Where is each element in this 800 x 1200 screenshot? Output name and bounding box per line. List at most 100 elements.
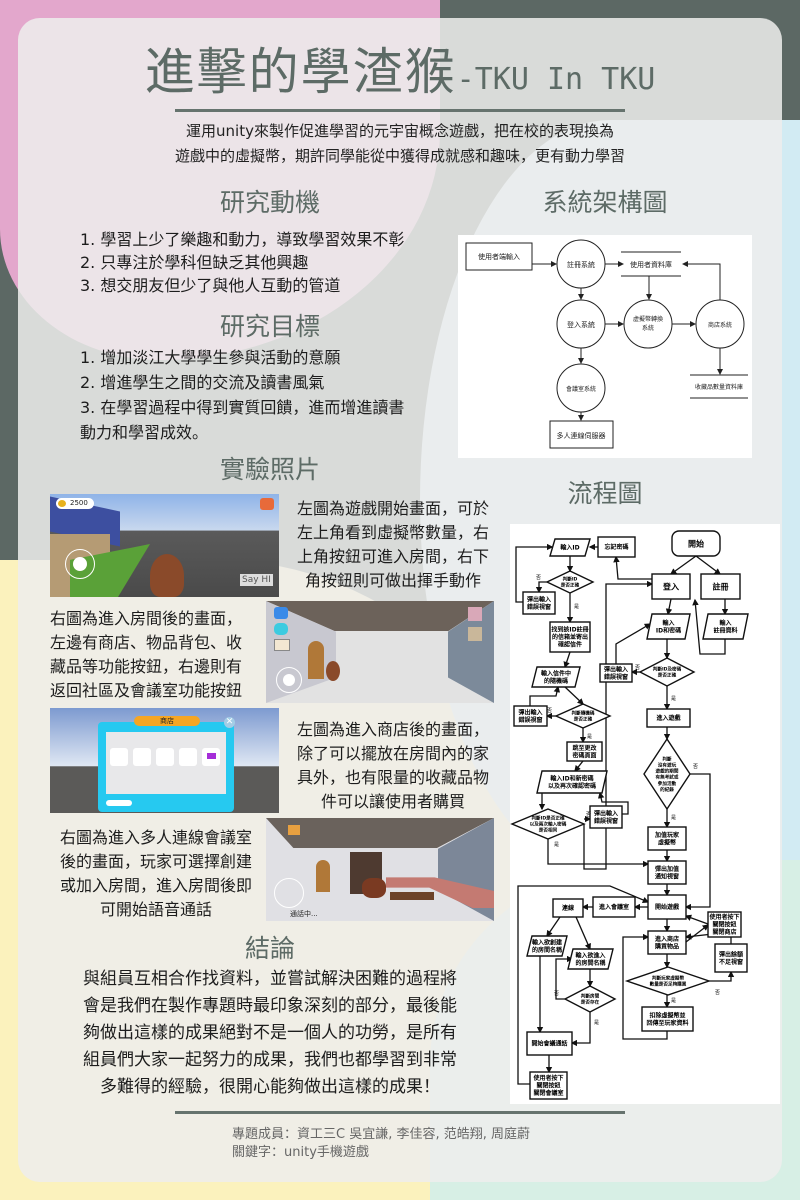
flow-node-label: 通知視窗 (655, 872, 679, 880)
flow-node: 進入會議室 (592, 896, 636, 918)
yes-label: 是 (671, 815, 676, 821)
caption-line: 左圖為遊戲開始畫面，可於 (296, 499, 489, 518)
flow-node: 輸入ID (549, 538, 591, 557)
flow-node-label: 進入會議室 (599, 903, 629, 911)
conclusion-text: 與組員互相合作找資料，並嘗試解決困難的過程將 會是我們在製作專題時最印象深刻的部… (60, 966, 480, 1101)
flow-node-label: 輸入ID和新密碼 (550, 774, 593, 782)
flowchart: 開始登入註冊忘記密碼輸入ID判斷ID是否正確彈出輸入錯誤視窗找到該ID註冊的信箱… (510, 524, 780, 1104)
flow-node-label: 開始遊戲 (655, 903, 680, 911)
flow-node-label: 輸入信件中 (541, 669, 571, 677)
flow-arrow (574, 760, 584, 773)
title-suffix: -TKU In TKU (456, 62, 656, 97)
flow-node-label: 彈出加值 (655, 865, 679, 873)
bag-button[interactable] (274, 623, 288, 635)
caption-line: 具外，也有限量的收藏品物 (296, 768, 489, 787)
balance (106, 800, 132, 806)
flow-node-label: 關閉商店 (712, 928, 736, 936)
flow-arrow (597, 791, 629, 815)
goals-heading: 研究目標 (219, 312, 320, 341)
login-system-label: 登入系統 (567, 320, 595, 329)
flow-node-label: 進入遊戲 (656, 714, 681, 722)
list-item: 1. 增加淡江大學學生參與活動的意願 (80, 348, 341, 367)
flow-node-label: 錯誤視窗 (518, 716, 542, 724)
yes-label: 是 (554, 842, 559, 848)
flow-node-label: 參加活動 (658, 780, 677, 787)
no-label: 否 (586, 812, 591, 818)
flow-node-label: 判斷ID是否正確 (531, 815, 564, 822)
say-hi-button[interactable]: Say HI (240, 574, 273, 586)
caption-line: 除了可以擺放在房間內的家 (296, 744, 489, 763)
flow-node-label: 是否存在 (580, 999, 600, 1006)
flow-node-label: 的隨機碼 (544, 677, 568, 685)
user-db-label: 使用者資料庫 (630, 260, 672, 269)
caption-line: 右圖為進入房間後的畫面， (50, 609, 243, 628)
flow-node-label: 彈出輸入 (518, 708, 542, 716)
flow-node-label: 沒有遊玩 (658, 761, 677, 768)
caption-line: 左上角看到虛擬幣數量，右 (296, 523, 489, 542)
caption-4: 右圖為進入多人連線會議室 後的畫面，玩家可選擇創建 或加入房間，進入房間後即 可… (48, 826, 264, 922)
flow-node-label: 判斷ID及密碼 (653, 666, 682, 673)
flow-node: 進入遊戲 (646, 708, 691, 728)
list-item: 2. 增進學生之間的交流及讀書風氣 (80, 373, 325, 392)
flow-node: 開始會議通話 (526, 1031, 573, 1056)
conclusion-line: 夠做出這樣的成果絕對不是一個人的功勞，是所有 (83, 1023, 457, 1043)
voice-joystick[interactable] (274, 878, 304, 908)
flow-node: 連線 (552, 898, 584, 918)
photo-shop: 商店 ✕ (50, 708, 279, 813)
flow-arrow (684, 773, 711, 911)
community-button[interactable] (468, 607, 482, 621)
flow-node-label: 錯誤視窗 (604, 673, 628, 681)
flow-node-label: 以及再次確認密碼 (548, 782, 596, 790)
call-status: 通話中... (290, 910, 318, 918)
goals-list: 1. 增加淡江大學學生參與活動的意願 2. 增進學生之間的交流及讀書風氣 3. … (80, 345, 404, 445)
flow-node: 開始遊戲 (647, 894, 687, 920)
list-item: 動力和學習成效。 (80, 423, 209, 442)
flow-node-label: 使用者按下 (532, 1074, 563, 1082)
house-icon[interactable] (260, 498, 274, 510)
collection-db-label: 收藏品數量資料庫 (695, 383, 743, 391)
yes-label: 是 (671, 998, 676, 1004)
flow-node-label: ID和密碼 (656, 626, 681, 634)
title-main: 進擊的學渣猴 (144, 43, 457, 101)
joystick[interactable] (276, 667, 302, 693)
motivation-heading: 研究動機 (219, 188, 320, 217)
close-icon[interactable]: ✕ (224, 717, 235, 728)
no-label: 否 (547, 708, 552, 714)
flow-arrow (692, 598, 726, 655)
flow-node-label: 彈出餘額 (719, 950, 743, 958)
flow-node-label: 的信箱並寄出 (552, 633, 588, 641)
no-label: 否 (715, 990, 720, 996)
meeting-button[interactable] (468, 627, 482, 641)
shop-button[interactable] (274, 607, 288, 619)
conclusion-line: 會是我們在製作專題時最印象深刻的部分，最後能 (83, 996, 457, 1016)
flow-arrow (613, 555, 652, 580)
flow-node-label: 是否正確 (560, 582, 580, 589)
footer: 專題成員：資工三C 吳宜謙, 李佳容, 范皓翔, 周庭蔚 關鍵字：unity手機… (232, 1126, 530, 1162)
flow-node-label: 輸入ID (560, 544, 579, 552)
collection-button[interactable] (274, 639, 290, 651)
flow-node-label: 錯誤視窗 (594, 817, 618, 825)
house-icon[interactable] (288, 825, 300, 835)
flow-arrow (685, 924, 710, 943)
flow-node-label: 彈出輸入 (604, 665, 628, 673)
flow-node-label: 扣除虛擬幣並 (649, 1011, 685, 1019)
shop-title: 商店 (134, 716, 200, 726)
caption-3: 左圖為進入商店後的畫面， 除了可以擺放在房間內的家 具外，也有限量的收藏品物 件… (288, 718, 498, 814)
joystick[interactable] (65, 549, 95, 579)
yes-label: 是 (587, 734, 592, 740)
flow-arrow (709, 970, 735, 982)
caption-2: 右圖為進入房間後的畫面， 左邊有商店、物品背包、收 藏品等功能按鈕，右邊則有 返… (50, 607, 262, 703)
flow-node-label: 遊戲的期間 (656, 768, 679, 775)
flow-node-label: 判斷房間 (581, 993, 600, 1000)
yes-label: 是 (671, 696, 676, 702)
